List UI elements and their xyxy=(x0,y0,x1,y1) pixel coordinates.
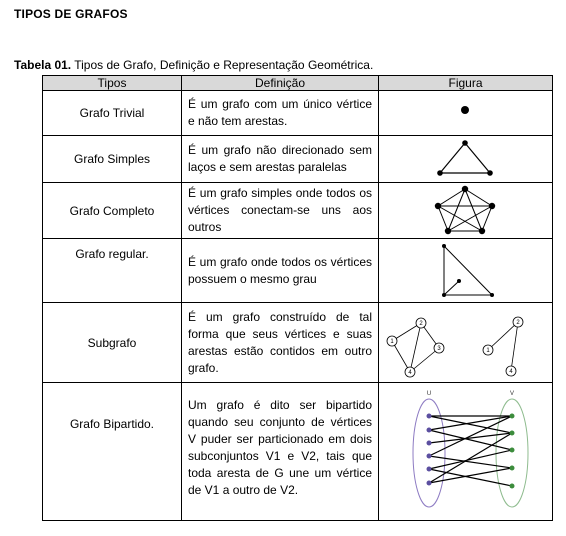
table-caption: Tabela 01. Tipos de Grafo, Definição e R… xyxy=(14,58,373,72)
trivial-graph-figure xyxy=(460,106,469,114)
header-figura: Figura xyxy=(378,75,553,91)
figura-cell xyxy=(378,90,553,136)
regular-graph-figure xyxy=(441,243,494,297)
set-label-u: U xyxy=(426,391,430,397)
vertex-label: 2 xyxy=(419,321,423,327)
tipo-cell: Grafo Trivial xyxy=(42,90,182,136)
figura-cell xyxy=(378,238,553,303)
page-heading: TIPOS DE GRAFOS xyxy=(14,7,128,21)
tipo-cell: Grafo Simples xyxy=(42,135,182,183)
table-row: Grafo Simples É um grafo não direcionado… xyxy=(42,135,553,183)
vertex-label: 2 xyxy=(516,320,520,326)
table-row: Grafo regular. É um grafo onde todos os … xyxy=(42,238,553,303)
complete-graph-figure xyxy=(434,185,495,234)
definicao-cell: É um grafo simples onde todos os vértice… xyxy=(181,182,379,239)
tipo-cell: Grafo Completo xyxy=(42,182,182,239)
definicao-cell: É um grafo não direcionado sem laços e s… xyxy=(181,135,379,183)
figura-cell xyxy=(378,182,553,239)
figura-cell xyxy=(378,135,553,183)
vertex-label: 3 xyxy=(437,346,441,352)
definicao-cell: É um grafo com um único vértice e não te… xyxy=(181,90,379,136)
table-header-row: Tipos Definição Figura xyxy=(42,75,553,91)
header-definicao: Definição xyxy=(181,75,379,91)
tipo-cell: Grafo Bipartido. xyxy=(42,382,182,521)
vertex-label: 1 xyxy=(390,339,394,345)
simple-graph-figure xyxy=(436,139,493,176)
header-tipos: Tipos xyxy=(42,75,182,91)
definicao-cell: É um grafo construído de tal forma que s… xyxy=(181,302,379,383)
vertex-label: 1 xyxy=(486,348,490,354)
caption-label: Tabela 01. xyxy=(14,58,72,72)
figura-cell: 1 2 3 4 1 2 4 xyxy=(378,302,553,383)
definicao-cell: Um grafo é dito ser bipartido quando seu… xyxy=(181,382,379,521)
vertex-label: 4 xyxy=(509,369,513,375)
tipo-cell: Grafo regular. xyxy=(42,238,182,303)
table-row: Subgrafo É um grafo construído de tal fo… xyxy=(42,302,553,383)
table-row: Grafo Bipartido. Um grafo é dito ser bip… xyxy=(42,382,553,521)
table-row: Grafo Trivial É um grafo com um único vé… xyxy=(42,90,553,136)
caption-text: Tipos de Grafo, Definição e Representaçã… xyxy=(71,58,374,72)
subgraph-figure: 1 2 3 4 1 2 4 xyxy=(386,316,523,377)
bipartite-graph-figure: U V xyxy=(412,391,528,507)
table-row: Grafo Completo É um grafo simples onde t… xyxy=(42,182,553,239)
set-label-v: V xyxy=(509,391,513,397)
graph-types-table: Tipos Definição Figura Grafo Trivial É u… xyxy=(42,75,553,521)
figura-cell: U V xyxy=(378,382,553,521)
vertex-label: 4 xyxy=(408,370,412,376)
definicao-cell: É um grafo onde todos os vértices possue… xyxy=(181,238,379,303)
tipo-cell: Subgrafo xyxy=(42,302,182,383)
